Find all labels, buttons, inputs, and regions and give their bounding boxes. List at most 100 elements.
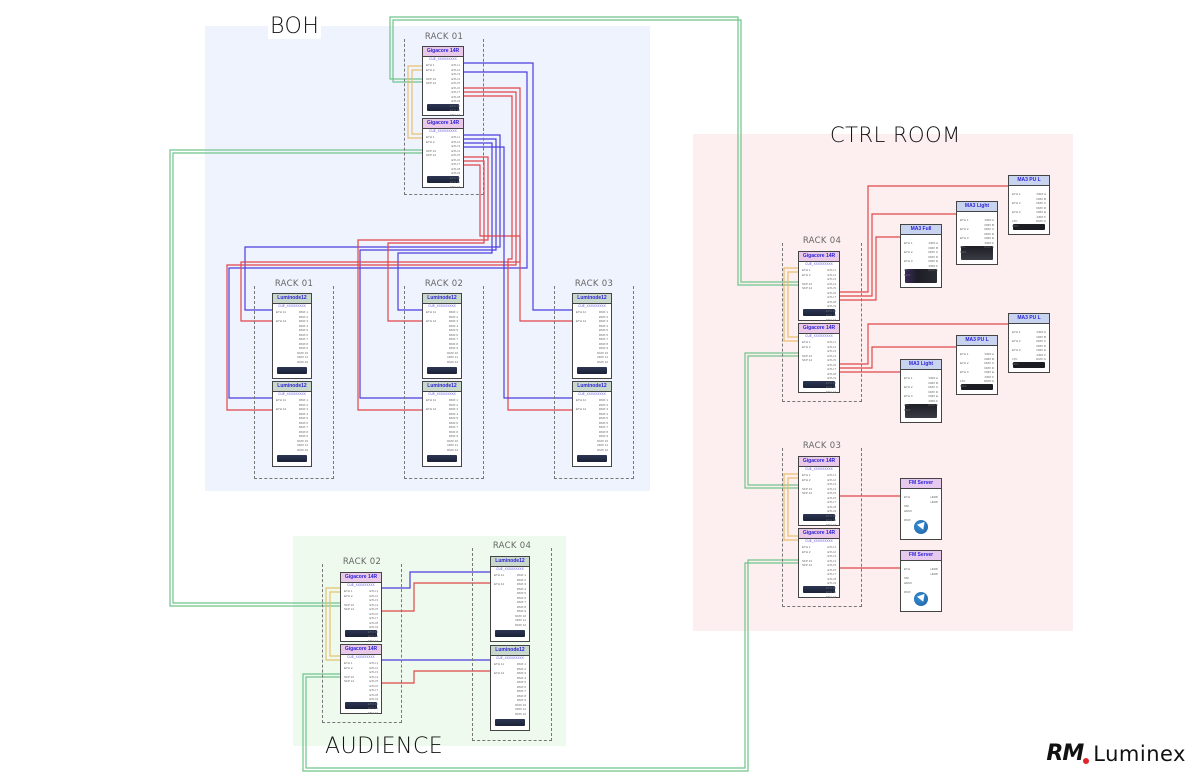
port-label: DMX 1 — [516, 662, 526, 666]
port-row: DMX B — [904, 381, 938, 386]
port-row: DMX 11 — [276, 355, 308, 360]
port-row: DMX 8 — [576, 430, 608, 435]
rack-label: RACK 01 — [424, 32, 464, 42]
switch-image — [803, 309, 835, 316]
port-row: DMX D — [904, 255, 938, 260]
port-label: DMX 1 — [598, 398, 608, 402]
wire-yellow — [787, 477, 798, 537]
port-row: DMX 4 — [576, 324, 608, 329]
port-label: ETH 11 — [576, 310, 586, 314]
port-row: ETH 3 — [426, 72, 460, 77]
port-label: DMX G — [1036, 357, 1046, 361]
port-label: DMX A — [984, 218, 994, 222]
wire-red — [840, 236, 900, 301]
device-title: Gigacore 14R — [799, 324, 839, 334]
port-label: DMX 1 — [598, 310, 608, 314]
device-title: Gigacore 14R — [341, 573, 381, 583]
port-label: LTC — [904, 403, 910, 407]
port-label: ETH 4 — [369, 674, 378, 679]
zone-title-audience: AUDIENCE — [325, 734, 444, 759]
rack-label: RACK 03 — [802, 441, 842, 451]
port-label: ETH 9 — [827, 509, 836, 513]
port-label: ETH 11 — [826, 590, 836, 594]
port-row: DMX 11 — [576, 355, 608, 360]
port-label: SFP 13 — [802, 486, 812, 491]
port-row: DMX 12 — [426, 448, 458, 453]
port-label: ETH 1 — [426, 63, 435, 67]
device-title: Luminode12 — [491, 646, 529, 656]
rack-ctrl-04: RACK 04 — [782, 236, 862, 402]
port-label: MIDI — [960, 249, 967, 254]
port-label: DMX C — [984, 361, 994, 365]
port-row: ETH 8 — [802, 372, 836, 377]
port-label: ETH 1 — [904, 376, 913, 380]
port-label: SFP 14 — [802, 491, 812, 495]
wire-red — [840, 213, 956, 297]
port-row: ETH 9 — [344, 625, 378, 630]
rack-boh-02: RACK 02 — [404, 279, 484, 479]
console-image — [961, 246, 993, 260]
port-label: DMX B — [928, 245, 938, 250]
device-subtitle: CUE_XXXXXXXXX — [347, 655, 375, 659]
port-label: DMX 6 — [516, 595, 526, 600]
port-row: ETH 7 — [802, 500, 836, 505]
rm-dot-icon — [1083, 758, 1090, 764]
port-label: DMX 10 — [515, 702, 526, 707]
port-label: ETH 12 — [576, 407, 587, 411]
switch-image — [803, 514, 835, 521]
zone-title-ctrl-room: CTRL ROOM — [830, 123, 961, 147]
port-row: DMX 12 — [494, 712, 526, 717]
port-label: ETH 5 — [451, 153, 460, 157]
port-label: ETH 2 — [426, 67, 435, 72]
port-label: ETH 9 — [369, 625, 378, 629]
port-label: DMX E — [928, 259, 938, 263]
port-label: DMX 8 — [516, 693, 526, 698]
port-row: MIDI — [904, 273, 938, 278]
port-label: DMX — [904, 589, 911, 594]
port-row: ETH 6 — [802, 291, 836, 296]
port-label: DMX 5 — [298, 416, 308, 420]
wire-blue — [464, 146, 572, 399]
port-label: ETH 10 — [449, 175, 460, 180]
port-row: ETH 6 — [802, 363, 836, 368]
port-row: DMX 9 — [494, 609, 526, 614]
port-label: ETH 2 — [960, 361, 969, 365]
port-row: DMX 2 — [494, 667, 526, 672]
port-label: ETH 2 — [1012, 339, 1021, 343]
port-row: ETH 12 — [344, 711, 378, 716]
wire-red — [382, 670, 490, 684]
